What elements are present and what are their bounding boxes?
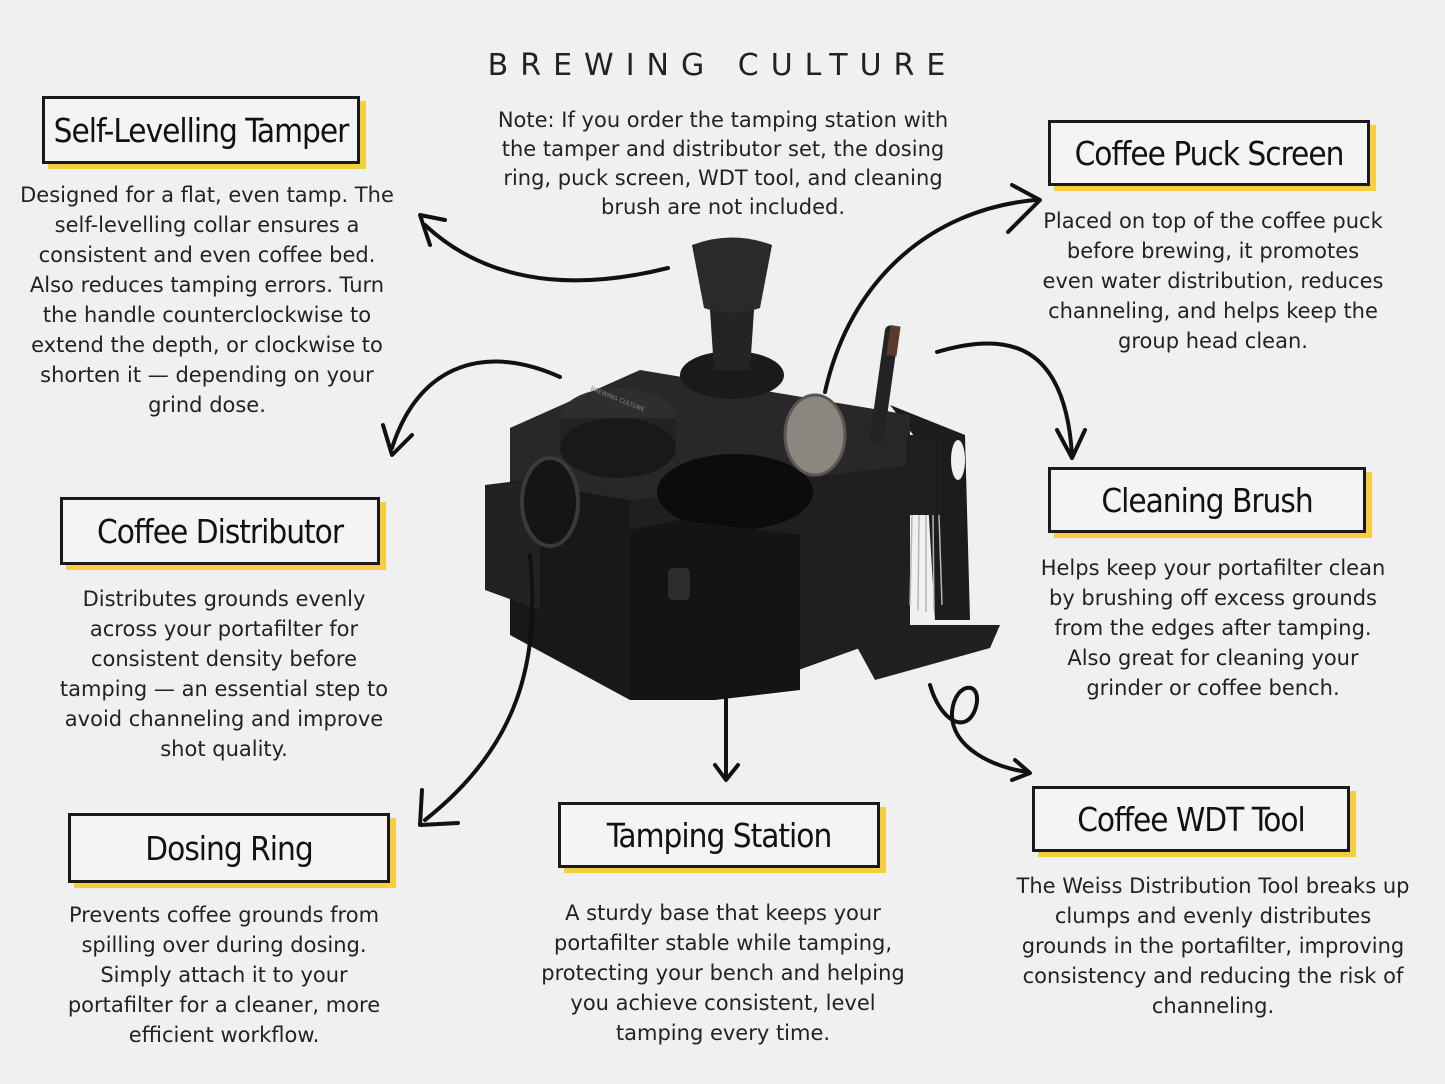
desc-coffee-distributor: Distributes grounds evenly across your p… <box>59 587 389 761</box>
desc-tamping-station: A sturdy base that keeps your portafilte… <box>541 901 905 1045</box>
plate-slot <box>951 440 965 480</box>
desc-coffee-puck-screen: Placed on top of the coffee puck before … <box>1042 209 1384 353</box>
label-coffee-wdt-tool: Coffee WDT Tool <box>1032 786 1350 852</box>
tamper-handle <box>692 237 772 313</box>
arrow-to-dosing-ring <box>418 553 535 827</box>
desc-coffee-wdt-tool: The Weiss Distribution Tool breaks up cl… <box>1016 874 1410 1018</box>
front-cutout <box>630 520 800 700</box>
dosing-ring <box>520 456 580 548</box>
tamper-base <box>680 351 784 399</box>
arrow-to-tamping-station <box>713 693 740 782</box>
wdt-needles <box>909 514 943 612</box>
small-knob <box>668 568 690 600</box>
label-coffee-puck-screen: Coffee Puck Screen <box>1048 120 1370 186</box>
arrow-to-distributor <box>381 359 562 457</box>
tamper-neck <box>710 310 754 370</box>
label-tamping-station: Tamping Station <box>558 802 880 868</box>
desc-cleaning-brush: Helps keep your portafilter clean by bru… <box>1040 556 1386 700</box>
tamping-station-illustration: BREWING CULTURE <box>485 237 1000 700</box>
arrow-to-puck-screen <box>823 183 1042 394</box>
arrow-to-tamper <box>418 213 670 283</box>
order-note: Note: If you order the tamping station w… <box>497 108 949 219</box>
arrow-to-wdt-tool <box>928 683 1032 782</box>
label-self-levelling-tamper: Self-Levelling Tamper <box>42 96 360 164</box>
puck-screen <box>783 393 847 477</box>
portafilter-well <box>657 454 813 530</box>
wdt-handle <box>906 435 942 515</box>
label-coffee-distributor: Coffee Distributor <box>60 497 380 565</box>
brand-heading: BREWING CULTURE <box>487 48 958 83</box>
desc-dosing-ring: Prevents coffee grounds from spilling ov… <box>67 903 381 1047</box>
desc-self-levelling-tamper: Designed for a flat, even tamp. The self… <box>20 183 394 417</box>
label-cleaning-brush: Cleaning Brush <box>1048 467 1366 533</box>
brush-bristles <box>886 325 901 357</box>
arrow-to-cleaning-brush <box>935 341 1087 460</box>
label-dosing-ring: Dosing Ring <box>68 813 390 883</box>
